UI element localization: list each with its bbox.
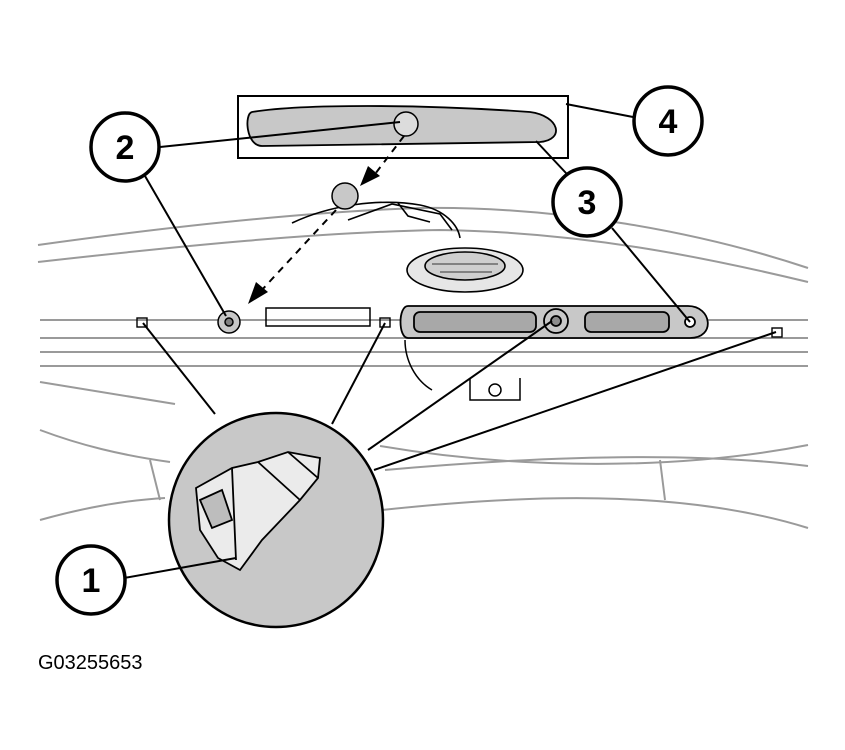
installation-arrows xyxy=(248,135,405,304)
wiper-bracket xyxy=(291,201,461,239)
vehicle-panel-outline xyxy=(37,206,809,529)
clip-detail-part xyxy=(195,451,321,572)
callout-4: 4 xyxy=(632,85,704,157)
gasket-detail-box xyxy=(237,95,569,159)
callout-1: 1 xyxy=(55,544,127,616)
figure-id: G03255653 xyxy=(38,652,143,674)
callout-2-label: 2 xyxy=(116,129,135,167)
lower-bracket xyxy=(404,339,521,401)
gasket-installed xyxy=(399,305,709,339)
washer-nozzle xyxy=(406,247,524,293)
leader-lines xyxy=(123,103,777,579)
clip-detail-magnifier xyxy=(167,411,385,629)
callout-3: 3 xyxy=(551,166,623,238)
clip-installed xyxy=(217,310,241,334)
callout-1-label: 1 xyxy=(82,562,101,600)
callout-4-label: 4 xyxy=(659,103,678,141)
callout-3-label: 3 xyxy=(578,184,597,222)
callout-2: 2 xyxy=(89,111,161,183)
clip-loose xyxy=(331,182,359,210)
panel-slot xyxy=(265,307,371,327)
